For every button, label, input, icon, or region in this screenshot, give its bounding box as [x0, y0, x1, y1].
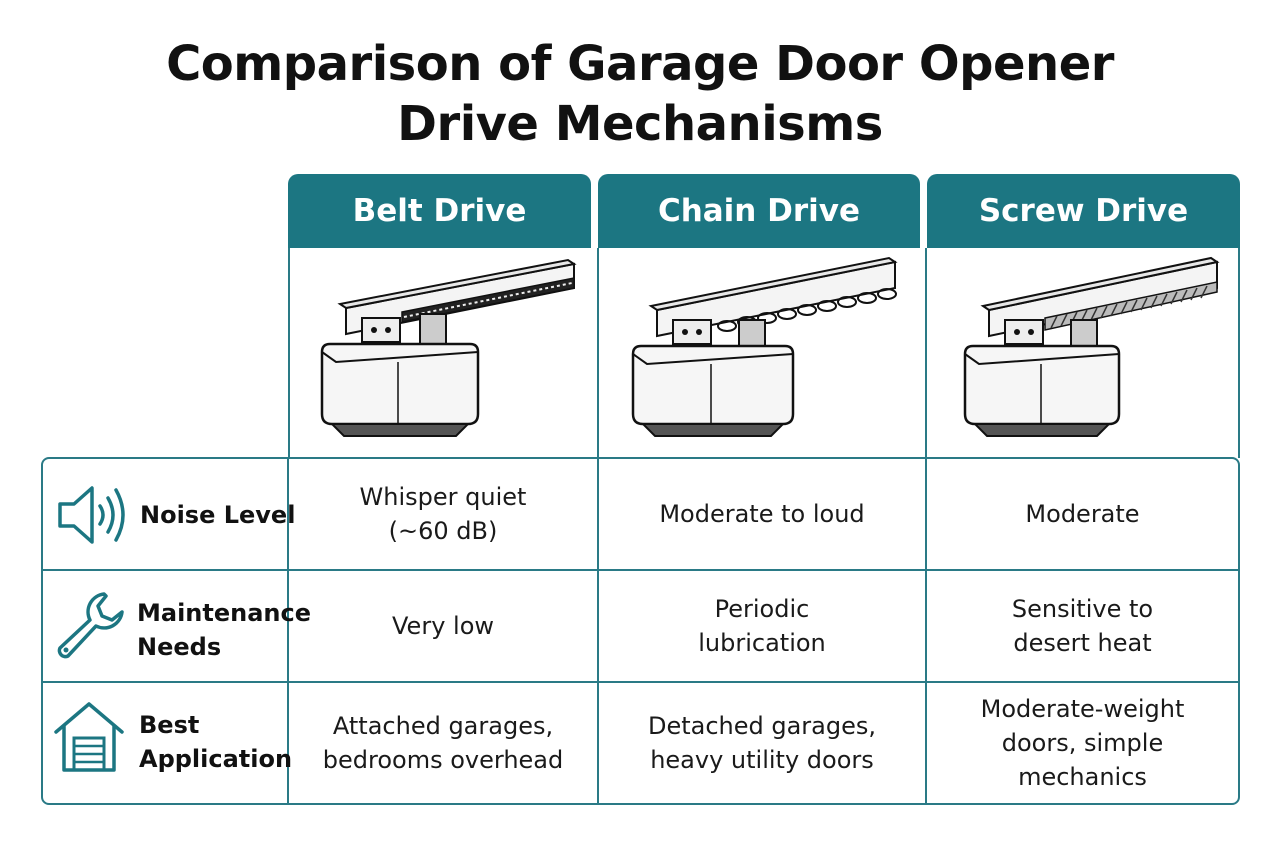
page-title: Comparison of Garage Door Opener Drive M…: [0, 34, 1280, 154]
cell-belt-noise: Whisper quiet (~60 dB): [359, 483, 527, 545]
column-header-belt-drive: Belt Drive: [288, 174, 591, 248]
chain-drive-illustration-cell: [597, 248, 927, 458]
column-header-chain-drive: Chain Drive: [598, 174, 920, 248]
row-label-maintenance-needs: Maintenance Needs: [137, 599, 312, 661]
screw-drive-illustration-cell: [925, 248, 1240, 458]
column-header-screw-drive: Screw Drive: [927, 174, 1240, 248]
cell-belt-application: Attached garages, bedrooms overhead: [322, 712, 564, 774]
title-line-2: Drive Mechanisms: [397, 96, 883, 152]
garage-icon: [54, 702, 124, 772]
comparison-table: [41, 457, 1240, 805]
row-label-noise-level: Noise Level: [140, 501, 296, 529]
cell-chain-maintenance: Periodic lubrication: [698, 595, 826, 657]
column-divider: [925, 457, 927, 805]
cell-screw-maintenance: Sensitive to desert heat: [1011, 595, 1154, 657]
row-divider: [41, 681, 1240, 683]
screw-drive-illustration: [963, 256, 1220, 437]
cell-screw-application: Moderate-weight doors, simple mechanics: [980, 695, 1185, 791]
cell-belt-maintenance: Very low: [392, 612, 494, 640]
wrench-icon: [57, 592, 124, 659]
column-divider: [287, 457, 289, 805]
cell-screw-noise: Moderate: [1025, 500, 1140, 528]
belt-drive-illustration-cell: [288, 248, 599, 458]
cell-chain-noise: Moderate to loud: [659, 500, 865, 528]
row-divider: [41, 569, 1240, 571]
speaker-icon: [58, 486, 125, 544]
cell-chain-application: Detached garages, heavy utility doors: [647, 712, 877, 774]
column-divider: [597, 457, 599, 805]
chain-drive-illustration: [631, 256, 898, 437]
belt-drive-illustration: [320, 258, 577, 437]
title-line-1: Comparison of Garage Door Opener: [166, 36, 1114, 92]
row-label-best-application: Best Application: [139, 711, 293, 773]
